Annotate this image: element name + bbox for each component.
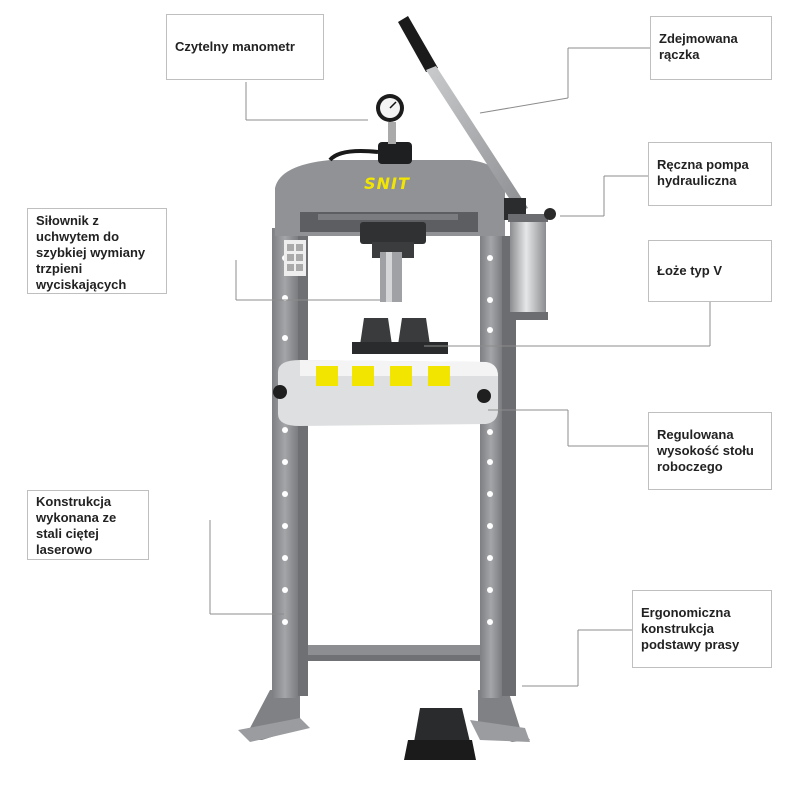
callout-ergonomic-line-1: Ergonomiczna	[641, 605, 731, 620]
foot-pedal	[404, 708, 476, 760]
callout-cylinder: Siłownik z uchwytem do szybkiej wymiany …	[27, 208, 167, 294]
callout-construction-line-2: wykonana ze	[36, 510, 117, 525]
callout-cylinder-line-1: Siłownik z	[36, 213, 99, 228]
callout-ergonomic-line-2: konstrukcja	[641, 621, 714, 636]
callout-pump: Ręczna pompa hydrauliczna	[648, 142, 772, 206]
pump-handle	[398, 16, 528, 212]
base-feet	[238, 645, 530, 742]
callout-handle-line-2: rączka	[659, 47, 700, 62]
callout-cylinder-line-3: szybkiej wymiany	[36, 245, 146, 260]
left-column	[272, 228, 308, 698]
callout-pump-line-1: Ręczna pompa	[657, 157, 749, 172]
callout-v-bed-line-1: Łoże typ V	[657, 263, 723, 278]
hydraulic-pump	[504, 198, 556, 320]
manometer	[376, 94, 412, 164]
callout-construction: Konstrukcja wykonana ze stali ciętej las…	[27, 490, 149, 560]
safety-stripes	[316, 366, 450, 386]
column-holes	[282, 255, 493, 625]
work-table	[273, 360, 498, 426]
callout-handle: Zdejmowana rączka	[650, 16, 772, 80]
callout-table-height-line-1: Regulowana	[657, 427, 734, 442]
callout-cylinder-line-5: wyciskających	[36, 277, 127, 292]
v-bed-blocks	[352, 318, 448, 354]
callout-ergonomic: Ergonomiczna konstrukcja podstawy prasy	[632, 590, 772, 668]
callout-handle-line-1: Zdejmowana	[659, 31, 738, 46]
callout-manometer: Czytelny manometr	[166, 14, 324, 80]
callout-manometer-line-1: Czytelny manometr	[175, 39, 295, 54]
callout-ergonomic-line-3: podstawy prasy	[641, 637, 740, 652]
callout-table-height-line-3: roboczego	[657, 459, 723, 474]
warning-labels	[284, 240, 306, 276]
brand-logo: SNIT	[364, 174, 410, 193]
callout-pump-line-2: hydrauliczna	[657, 173, 737, 188]
cylinder-ram	[360, 222, 426, 302]
callout-construction-line-1: Konstrukcja	[36, 494, 112, 509]
callout-construction-line-4: laserowo	[36, 542, 93, 557]
callout-construction-line-3: stali ciętej	[36, 526, 99, 541]
callout-table-height: Regulowana wysokość stołu roboczego	[648, 412, 772, 490]
callout-cylinder-line-4: trzpieni	[36, 261, 83, 276]
callout-cylinder-line-2: uchwytem do	[36, 229, 120, 244]
callout-v-bed: Łoże typ V	[648, 240, 772, 302]
hydraulic-hose	[328, 149, 379, 162]
callout-table-height-line-2: wysokość stołu	[657, 443, 754, 458]
